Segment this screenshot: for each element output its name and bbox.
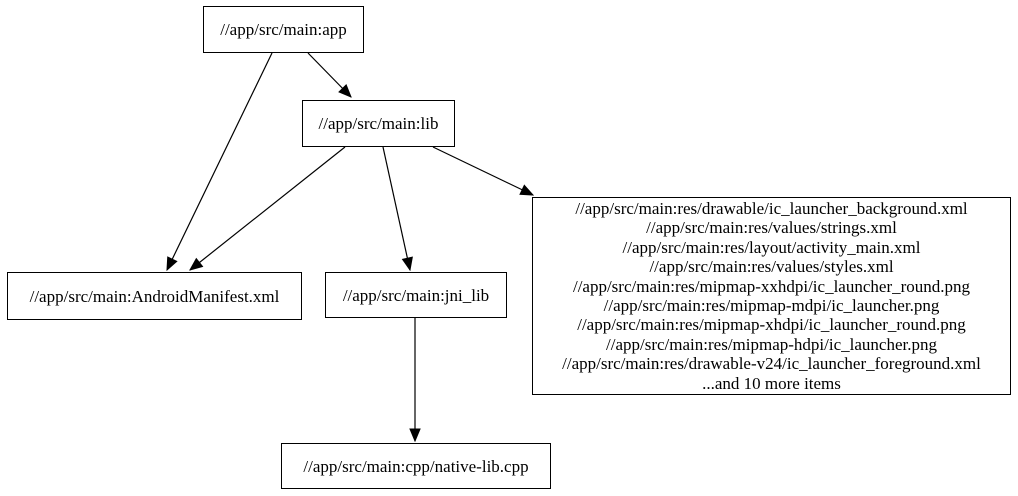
res-item: //app/src/main:res/drawable-v24/ic_launc…	[562, 354, 981, 374]
node-app: //app/src/main:app	[203, 6, 364, 53]
node-native-cpp-label: //app/src/main:cpp/native-lib.cpp	[303, 456, 529, 476]
edge-lib-to-res-group	[432, 146, 533, 195]
node-res-group-lines: //app/src/main:res/drawable/ic_launcher_…	[562, 199, 981, 393]
node-native-cpp: //app/src/main:cpp/native-lib.cpp	[281, 443, 551, 489]
res-item: //app/src/main:res/mipmap-hdpi/ic_launch…	[606, 334, 937, 354]
node-jni-lib-label: //app/src/main:jni_lib	[342, 285, 490, 305]
res-item: //app/src/main:res/layout/activity_main.…	[622, 237, 921, 257]
res-item: //app/src/main:res/values/styles.xml	[649, 257, 894, 277]
node-lib-label: //app/src/main:lib	[318, 114, 439, 133]
res-item: //app/src/main:res/mipmap-xxhdpi/ic_laun…	[572, 276, 971, 296]
node-android-manifest: //app/src/main:AndroidManifest.xml	[7, 272, 302, 320]
edge-lib-to-jni-lib	[382, 146, 410, 270]
node-app-label: //app/src/main:app	[220, 20, 347, 39]
res-item: //app/src/main:res/drawable/ic_launcher_…	[575, 198, 968, 218]
node-res-group: //app/src/main:res/drawable/ic_launcher_…	[532, 197, 1011, 395]
edge-lib-to-manifest	[190, 146, 346, 270]
edge-app-to-lib	[307, 52, 351, 97]
node-android-manifest-label: //app/src/main:AndroidManifest.xml	[29, 286, 280, 306]
node-lib: //app/src/main:lib	[302, 100, 455, 147]
edge-app-to-manifest	[167, 52, 273, 270]
res-more-items: ...and 10 more items	[702, 373, 841, 393]
res-item: //app/src/main:res/mipmap-mdpi/ic_launch…	[603, 296, 940, 315]
res-item: //app/src/main:res/mipmap-xhdpi/ic_launc…	[577, 315, 966, 335]
res-item: //app/src/main:res/values/strings.xml	[646, 218, 897, 238]
node-jni-lib: //app/src/main:jni_lib	[325, 272, 507, 318]
